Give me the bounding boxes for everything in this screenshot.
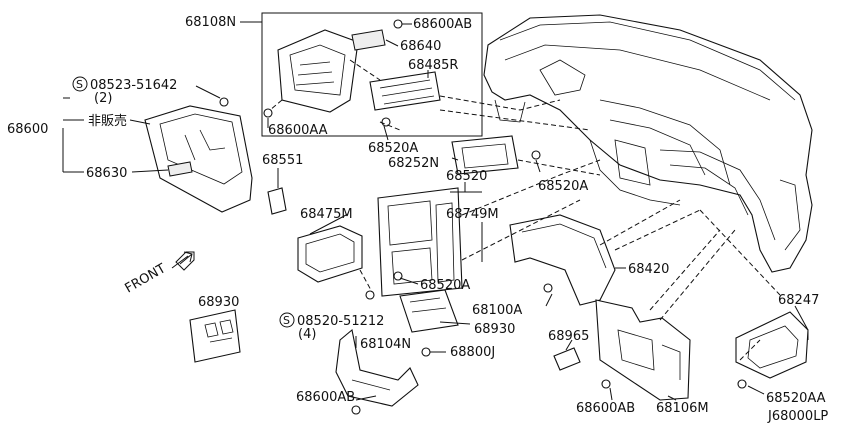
pocket-68475M xyxy=(297,225,375,300)
switch-panel-68930 xyxy=(189,309,241,363)
label-08523-qty: (2) xyxy=(94,91,112,106)
bracket-68100A xyxy=(399,289,459,333)
bracket-box xyxy=(261,12,483,137)
label-68640: 68640 xyxy=(400,39,441,54)
label-68930-left: 68930 xyxy=(198,295,239,310)
label-68420: 68420 xyxy=(628,262,669,277)
striker-68551 xyxy=(267,187,287,215)
cap-68965 xyxy=(553,347,581,371)
label-68520A-2: 68520A xyxy=(538,179,588,194)
front-label: FRONT xyxy=(123,261,169,296)
assembly-lines xyxy=(359,95,781,361)
label-68520: 68520 xyxy=(446,169,487,184)
lower-cover-68106M xyxy=(595,299,691,401)
label-not-for-sale: 非販売 xyxy=(88,113,127,129)
label-68252N: 68252N xyxy=(388,156,439,171)
part-labels: 68108N 68600AB 68640 68485R 68600AA 0852… xyxy=(7,15,828,424)
label-68600AB-bottom: 68600AB xyxy=(576,401,635,416)
label-68104N: 68104N xyxy=(360,337,411,352)
label-68520A-1: 68520A xyxy=(368,141,418,156)
bracket-68252N xyxy=(451,135,541,175)
label-68600AA: 68600AA xyxy=(268,123,328,138)
label-68630: 68630 xyxy=(86,166,127,181)
label-68749M: 68749M xyxy=(446,207,499,222)
label-68600AB-top: 68600AB xyxy=(413,17,472,32)
label-68600: 68600 xyxy=(7,122,48,137)
footer-code: J68000LP xyxy=(767,409,828,424)
label-08520-51212: 08520-51212 xyxy=(297,314,384,329)
label-68965: 68965 xyxy=(548,329,589,344)
label-68475M: 68475M xyxy=(300,207,353,222)
label-68930-mid: 68930 xyxy=(474,322,515,337)
label-68520AA: 68520AA xyxy=(766,391,826,406)
screw-symbol-icon: S xyxy=(279,312,295,328)
instrument-panel xyxy=(483,14,813,273)
label-68551: 68551 xyxy=(262,153,303,168)
label-68600AB-left: 68600AB xyxy=(296,390,355,405)
label-68106M: 68106M xyxy=(656,401,709,416)
switch-panel-68247 xyxy=(735,311,809,389)
label-68247: 68247 xyxy=(778,293,819,308)
svg-text:S: S xyxy=(283,314,290,327)
label-68108N: 68108N xyxy=(185,15,236,30)
label-08520-qty: (4) xyxy=(298,327,316,342)
switch-68485R xyxy=(369,71,441,127)
label-68485R: 68485R xyxy=(408,58,458,73)
leader-lines xyxy=(62,21,809,401)
screw-symbol-icon: S xyxy=(72,76,88,92)
label-68800J: 68800J xyxy=(450,345,495,360)
label-68520A-3: 68520A xyxy=(420,278,470,293)
finisher-68520 xyxy=(377,187,463,297)
label-68100A: 68100A xyxy=(472,303,522,318)
label-08523-51642: 08523-51642 xyxy=(90,78,177,93)
svg-text:S: S xyxy=(76,78,83,91)
front-arrow-icon xyxy=(171,251,195,271)
glove-box-68600 xyxy=(144,97,253,213)
cluster-lid-68420 xyxy=(509,214,616,306)
